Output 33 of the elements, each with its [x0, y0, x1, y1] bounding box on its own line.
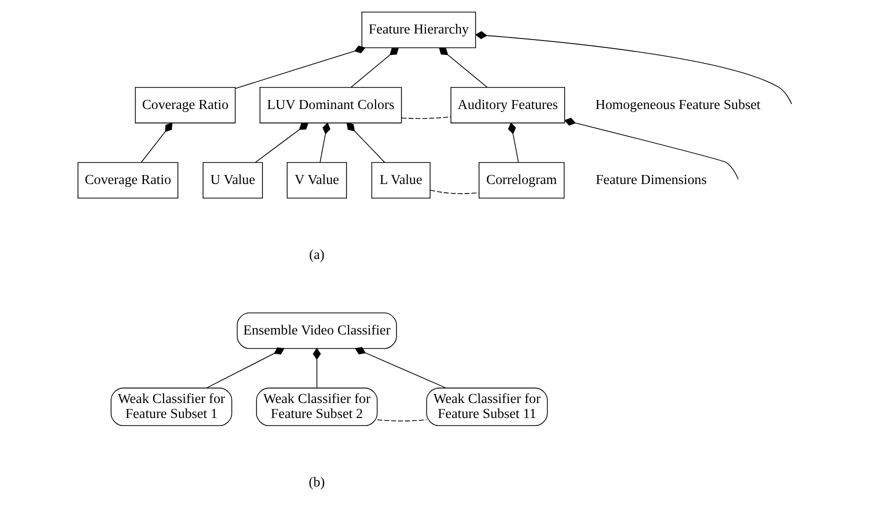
connector — [234, 46, 366, 89]
node-box: LUV Dominant Colors — [260, 86, 402, 124]
node-box: Ensemble Video Classifier — [236, 312, 397, 349]
connector — [312, 348, 321, 388]
connector — [564, 118, 739, 180]
node-box: L Value — [371, 162, 431, 199]
connector — [475, 31, 792, 104]
connector — [430, 190, 480, 194]
node-box: Coverage Ratio — [134, 86, 236, 124]
connector — [320, 122, 330, 163]
connector — [508, 122, 519, 163]
connector — [376, 419, 427, 422]
connector — [254, 122, 309, 163]
connector — [438, 47, 488, 88]
connector — [354, 346, 446, 388]
connector — [140, 122, 172, 163]
node-box: Feature Hierarchy — [361, 12, 476, 48]
connector — [346, 122, 386, 163]
node-box: Weak Classifier for Feature Subset 11 — [426, 388, 548, 426]
connector — [206, 347, 284, 388]
node-box: Weak Classifier for Feature Subset 2 — [256, 388, 378, 426]
node-box: Correlogram — [478, 162, 565, 199]
node-box: U Value — [202, 162, 263, 199]
node-box: Coverage Ratio — [78, 162, 178, 199]
connector — [350, 47, 399, 88]
connector — [401, 116, 451, 119]
label: Feature Dimensions — [596, 172, 707, 187]
label: (a) — [309, 247, 325, 262]
label: (b) — [308, 474, 325, 490]
node-box: V Value — [286, 162, 347, 199]
node-box: Weak Classifier for Feature Subset 1 — [110, 388, 232, 426]
label: Homogeneous Feature Subset — [595, 96, 761, 112]
node-box: Auditory Features — [450, 86, 566, 124]
